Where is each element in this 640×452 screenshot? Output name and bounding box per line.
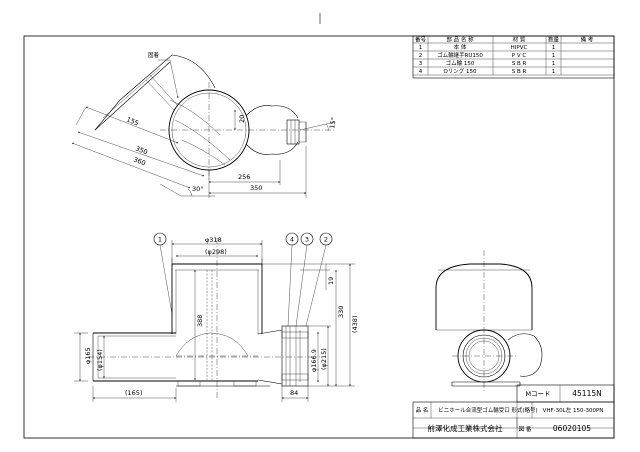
parts-row-material: S B R [512, 61, 527, 67]
front-dim-phi165: φ165 [84, 347, 92, 364]
parts-row-name: ゴム輪継手RU150 [437, 51, 483, 59]
plan-note-label: 固着 [148, 51, 160, 59]
parts-row-name: 本 体 [454, 43, 467, 51]
parts-row-material: HIPVC [511, 45, 528, 51]
parts-row-qty: 1 [552, 53, 556, 59]
plan-dim-155: 155 [125, 115, 140, 127]
title-code-label: Mコード [525, 390, 550, 398]
plan-view: 固着 20 15° 155 350 360 30° 256 350 [71, 51, 338, 198]
front-dim-phi298: (φ298) [205, 248, 227, 256]
parts-table: 番号 部 品 名 称 材 質 数量 備 考 1 本 体 HIPVC 1 2 ゴム… [412, 36, 615, 79]
front-dim-165: (165) [125, 389, 142, 397]
front-balloon: 3 [305, 236, 309, 244]
side-view [435, 250, 543, 392]
parts-row-qty: 1 [552, 69, 556, 75]
parts-header-material: 材 質 [513, 36, 526, 44]
parts-row-no: 3 [419, 61, 423, 67]
title-name-label: 品 名 [416, 406, 429, 414]
front-dim-438: (438) [351, 316, 359, 333]
front-dim-388: 388 [196, 315, 204, 327]
parts-row-no: 1 [419, 45, 423, 51]
parts-row-material: P V C [512, 53, 527, 59]
parts-row-no: 4 [419, 69, 423, 75]
front-dim-19: 19 [327, 277, 335, 285]
front-view: 1 4 3 2 φ318 (φ298) 388 19 330 (438) φ16… [74, 232, 359, 402]
parts-row-material: S B R [512, 69, 527, 75]
title-drawing-no-label: 図 番 [519, 426, 532, 433]
title-drawing-no: 06020105 [553, 424, 591, 433]
title-code-value: 45115N [572, 389, 601, 398]
title-model-label: 形式(略号) [511, 406, 537, 414]
front-dim-phi1669: φ166.9 [310, 349, 318, 372]
parts-header-no: 番号 [415, 37, 427, 44]
parts-header-remarks: 備 考 [581, 36, 594, 44]
front-dim-phi318: φ318 [205, 236, 222, 244]
title-name-value: ビニホール合流型ゴム輪受口 [438, 406, 510, 414]
front-dim-330: 330 [337, 306, 345, 318]
plan-dim-30deg: 30° [192, 185, 204, 193]
parts-header-qty: 数量 [548, 36, 560, 44]
plan-dim-350b: 350 [250, 184, 262, 192]
parts-row-qty: 1 [552, 61, 556, 67]
parts-row-name: Oリング 150 [443, 67, 477, 75]
parts-row-qty: 1 [552, 45, 556, 51]
plan-dim-20: 20 [238, 115, 246, 123]
drawing-frame [23, 35, 615, 439]
parts-row-no: 2 [419, 53, 423, 59]
title-block: Mコード 45115N 品 名 ビニホール合流型ゴム輪受口 形式(略号) VHF… [412, 384, 615, 439]
plan-dim-15deg: 15° [328, 117, 338, 130]
front-dim-phi154: (φ154) [96, 349, 104, 371]
parts-header-name: 部 品 名 称 [446, 36, 474, 44]
front-dim-84: 84 [290, 389, 298, 397]
title-company: 前澤化成工業株式会社 [428, 423, 503, 433]
plan-dim-256: 256 [238, 173, 250, 181]
front-dim-phi215: (φ215) [320, 348, 328, 370]
front-balloon: 4 [290, 236, 294, 244]
title-model-value: VHF-30L左 150-300PN [543, 406, 604, 414]
front-balloon: 2 [324, 236, 328, 244]
parts-row-name: ゴム輪 150 [446, 59, 475, 67]
plan-dim-360: 360 [132, 155, 147, 167]
front-balloon: 1 [158, 236, 162, 244]
plan-dim-350a: 350 [134, 144, 149, 156]
